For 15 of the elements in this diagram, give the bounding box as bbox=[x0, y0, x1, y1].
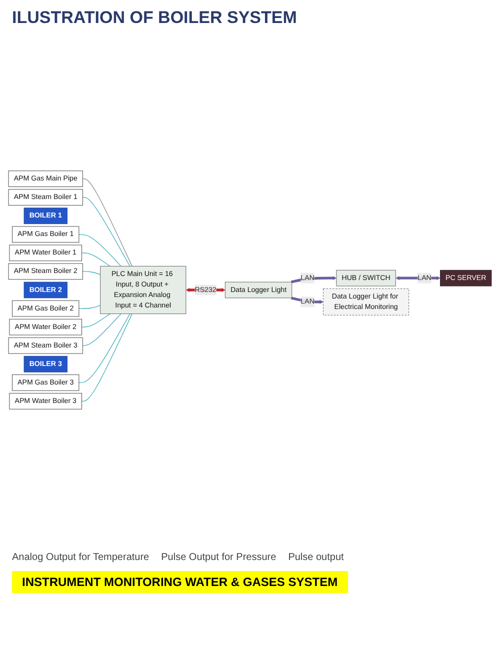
note-text: Pulse Output for Pressure bbox=[161, 552, 276, 563]
connector bbox=[78, 234, 122, 266]
caption: INSTRUMENT MONITORING WATER & GASES SYSTEM bbox=[12, 571, 348, 593]
connector bbox=[82, 178, 132, 266]
note-text: Pulse output bbox=[288, 552, 344, 563]
connector bbox=[78, 314, 130, 383]
connector bbox=[82, 271, 101, 275]
connector bbox=[81, 314, 132, 402]
connector bbox=[81, 252, 110, 266]
note-text: Analog Output for Temperature bbox=[12, 552, 150, 563]
connector bbox=[81, 314, 110, 328]
connector bbox=[78, 305, 101, 309]
connector bbox=[82, 314, 122, 346]
connector bbox=[82, 197, 130, 266]
diagram-title: ILUSTRATION OF BOILER SYSTEM bbox=[12, 8, 298, 28]
